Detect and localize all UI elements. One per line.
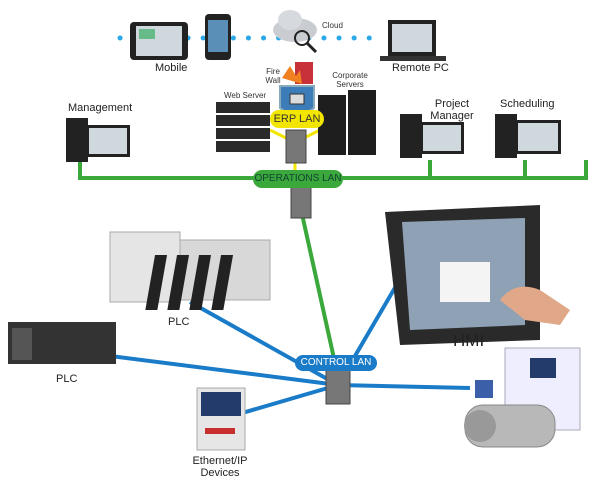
cloud-label: Cloud [322, 21, 343, 30]
erp-switch [285, 129, 307, 164]
web-server [216, 102, 270, 152]
mobile-label: Mobile [155, 62, 188, 74]
operations-lan-badge: OPERATIONS LAN [253, 170, 343, 188]
web-server-label: Web Server [224, 91, 267, 100]
plc-rack-left [8, 322, 116, 364]
ethernet-ip-label: Ethernet/IP Devices [192, 455, 248, 480]
fire-wall-label: Fire Wall [265, 67, 281, 85]
ethernet-ip-device [196, 387, 246, 451]
plc-left-label: PLC [56, 373, 78, 385]
project-manager-pc [400, 114, 464, 158]
hand-icon [500, 286, 570, 325]
project-manager-label: Project Manager [430, 98, 474, 123]
hmi-label: HMI [453, 331, 485, 350]
scheduling-label: Scheduling [500, 98, 555, 110]
drive-and-motor [464, 347, 581, 448]
corporate-servers-label: Corporate Servers [332, 71, 368, 89]
management-label: Management [68, 102, 133, 114]
hmi-panel [385, 205, 570, 345]
scheduling-pc [495, 114, 561, 158]
plc-rack-top [109, 231, 271, 310]
management-pc [66, 118, 130, 162]
phone-device [205, 14, 231, 60]
control-switch [325, 365, 351, 405]
remote-pc-label: Remote PC [392, 62, 449, 74]
operations-switch [290, 185, 312, 219]
erp-lan-badge: ERP LAN [270, 110, 324, 128]
tablet-device [130, 22, 188, 60]
plc-top-label: PLC [168, 316, 190, 328]
cloud-icon [273, 10, 318, 54]
control-lan-badge: CONTROL LAN [295, 355, 377, 371]
corporate-servers [318, 90, 376, 155]
laptop-device [380, 20, 446, 61]
